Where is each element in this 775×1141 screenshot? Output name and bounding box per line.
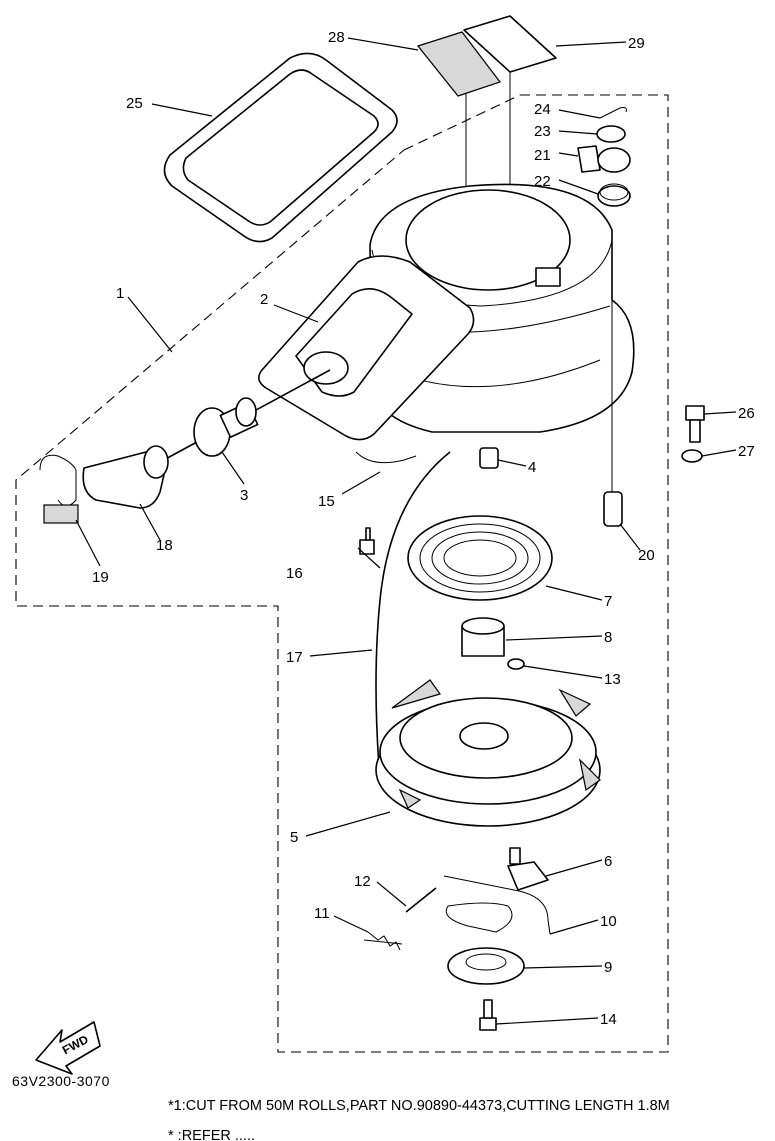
callout-17: 17 [286, 649, 303, 666]
callout-28: 28 [328, 29, 345, 46]
callout-25: 25 [126, 95, 143, 112]
callout-1: 1 [116, 285, 124, 302]
callout-29: 29 [628, 35, 645, 52]
callout-27: 27 [738, 443, 755, 460]
callout-7: 7 [604, 593, 612, 610]
callout-12: 12 [354, 873, 371, 890]
callout-24: 24 [534, 101, 551, 118]
callout-5: 5 [290, 829, 298, 846]
drawing-code: 63V2300-3070 [12, 1073, 110, 1089]
washer-27 [681, 449, 703, 463]
cable-end-20 [603, 491, 623, 527]
spring-22 [597, 183, 631, 207]
label-sticker-28 [416, 31, 501, 97]
assembly-boundary [15, 94, 669, 1053]
callout-9: 9 [604, 959, 612, 976]
callout-8: 8 [604, 629, 612, 646]
callout-22: 22 [534, 173, 551, 190]
callout-11: 11 [314, 905, 330, 922]
starter-housing [369, 183, 635, 433]
callout-15: 15 [318, 493, 335, 510]
callout-20: 20 [638, 547, 655, 564]
forward-arrow-icon: FWD [35, 1021, 101, 1075]
pin-12 [405, 887, 437, 913]
callout-3: 3 [240, 487, 248, 504]
callout-16: 16 [286, 565, 303, 582]
callout-10: 10 [600, 913, 617, 930]
screw-16 [359, 527, 375, 555]
starter-reel-5 [375, 679, 601, 827]
starter-rope-3 [159, 369, 331, 463]
starter-handle-18 [82, 445, 169, 509]
callout-2: 2 [260, 291, 268, 308]
plate-9 [447, 947, 525, 985]
bolt-14 [479, 999, 497, 1031]
clip-13 [507, 658, 525, 670]
footnote-cutting-length: *1:CUT FROM 50M ROLLS,PART NO.90890-4437… [168, 1098, 670, 1114]
callout-19: 19 [92, 569, 109, 586]
spiral-spring-7 [407, 515, 553, 601]
callout-21: 21 [534, 147, 551, 164]
collar-4 [479, 447, 499, 469]
callout-13: 13 [604, 671, 621, 688]
clip-19 [39, 454, 79, 524]
clamp-21 [577, 145, 631, 173]
drive-pawl-6 [507, 847, 549, 891]
washer-23 [596, 125, 626, 143]
footnote-partial-line: * :REFER ..... [168, 1128, 256, 1141]
cable-15 [355, 451, 417, 464]
handle-boss-2 [258, 255, 475, 441]
callout-26: 26 [738, 405, 755, 422]
cover-gasket-25 [163, 52, 398, 243]
cotter-pin-24 [599, 107, 627, 119]
bolt-26 [685, 405, 705, 443]
friction-spring-10 [443, 875, 551, 935]
spring-11 [363, 931, 403, 951]
callout-6: 6 [604, 853, 612, 870]
label-sticker-29 [463, 15, 557, 73]
bushing-8 [461, 617, 505, 657]
callout-23: 23 [534, 123, 551, 140]
callout-14: 14 [600, 1011, 617, 1028]
callout-4: 4 [528, 459, 536, 476]
callout-18: 18 [156, 537, 173, 554]
